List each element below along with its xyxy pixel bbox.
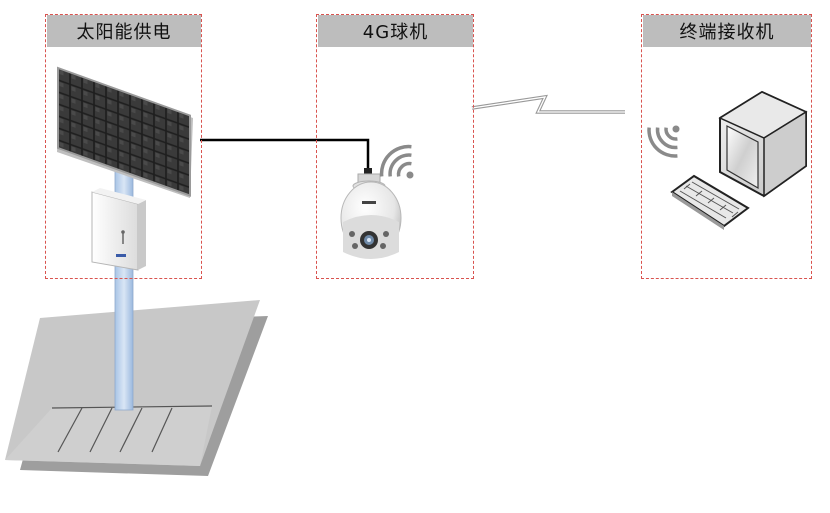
computer-monitor-icon [718,90,808,198]
dome-camera-icon [340,173,402,259]
power-cable [200,138,370,170]
receiver-wifi-icon [647,125,680,158]
keyboard-icon [670,174,750,230]
control-box-icon [91,188,146,271]
terminal-receiver-section: 终端接收机 [641,14,812,279]
4g-camera-title: 4G球机 [318,15,473,47]
solar-power-title: 太阳能供电 [47,15,201,47]
solar-power-section: 太阳能供电 [45,14,202,279]
wireless-link-icon [471,94,625,114]
terminal-receiver-title: 终端接收机 [643,15,811,47]
wifi-signal-icon [379,144,414,179]
ground-platform-icon [5,300,268,476]
solar-panel-icon [57,66,193,198]
4g-camera-section: 4G球机 [316,14,474,279]
